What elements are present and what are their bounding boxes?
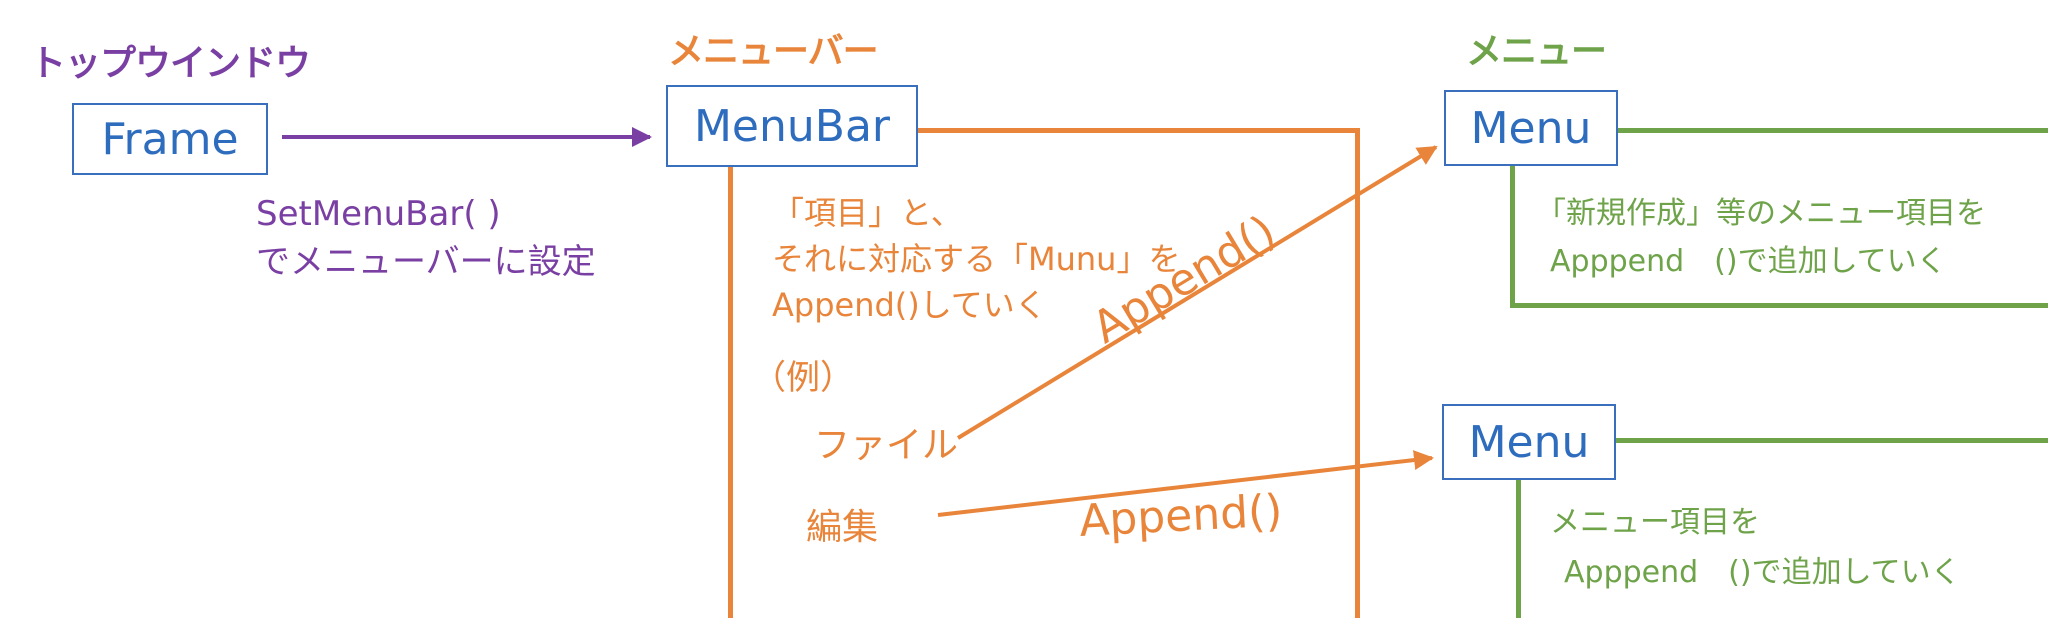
example-item-file: ファイル — [814, 425, 959, 466]
menubar-desc-line2: それに対応する「Munu」を — [772, 240, 1181, 278]
menu-top-desc-line2: Apppend ()で追加していく — [1550, 244, 1947, 279]
menu-bar-heading: メニューバー — [668, 31, 879, 72]
edit-to-menu-arrow — [937, 450, 1434, 517]
top-window-heading: トップウインドウ — [30, 43, 311, 84]
menu-box-bottom: Menu — [1442, 404, 1616, 480]
frame-box: Frame — [72, 103, 268, 175]
menu-bottom-description: メニュー項目を Apppend ()で追加していく — [1550, 498, 1961, 598]
menubar-frame — [728, 128, 1360, 618]
setmenubar-line1: SetMenuBar( ) — [256, 194, 501, 234]
menu-top-frame — [1510, 128, 2048, 308]
menu-bottom-desc-line2: Apppend ()で追加していく — [1564, 555, 1961, 590]
example-item-edit: 編集 — [806, 507, 879, 548]
menubar-description: 「項目」と、 それに対応する「Munu」を Append()していく — [772, 190, 1180, 328]
menu-box-top: Menu — [1444, 90, 1618, 166]
menubar-box: MenuBar — [666, 85, 918, 167]
menu-heading: メニュー — [1466, 31, 1607, 72]
menu-bottom-frame — [1516, 438, 2048, 618]
menubar-desc-line1: 「項目」と、 — [772, 194, 963, 232]
menu-bottom-desc-line1: メニュー項目を — [1550, 505, 1760, 540]
example-label: （例） — [752, 358, 854, 398]
menu-top-desc-line1: 「新規作成」等のメニュー項目を — [1536, 196, 1986, 231]
append-label-lower: Append() — [1078, 485, 1284, 547]
menubar-desc-line3: Append()していく — [772, 286, 1047, 324]
menu-top-description: 「新規作成」等のメニュー項目を Apppend ()で追加していく — [1536, 190, 1986, 286]
setmenubar-line2: でメニューバーに設定 — [256, 242, 596, 282]
setmenubar-note: SetMenuBar( ) でメニューバーに設定 — [256, 190, 596, 286]
